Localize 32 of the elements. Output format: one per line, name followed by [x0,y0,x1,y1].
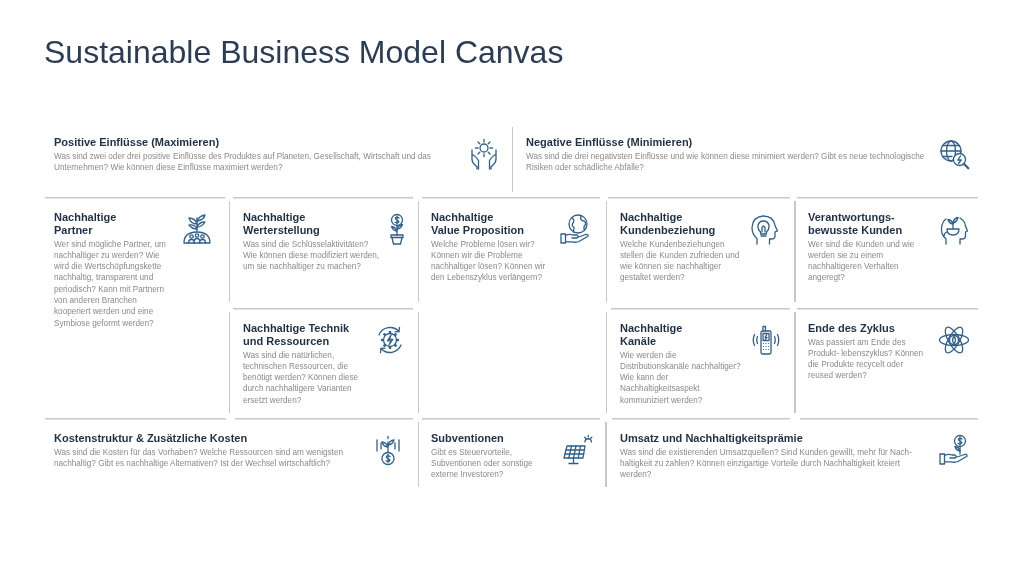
canvas-section [228,197,420,305]
canvas-section [605,197,796,305]
section-heading: Kostenstruktur & Zusätzliche Kosten [54,431,249,445]
page-title: Sustainable Business Model Canvas [44,33,564,72]
section-description: Welche Probleme lösen wir? Können wir die Probleme nachhaltiger lösen? Können wir den Lebenszyklus verlängern? [431,238,547,284]
section-heading: Nachhaltige Werterstellung [243,210,321,237]
section-description: Was sind die natürlichen, technischen Ressourcen, die benötigt werden? Können diese durch nachhaltigere Varianten ersetzt werden? [243,349,360,406]
section-heading: Positive Einflüsse (Maximieren) [54,136,221,149]
canvas-section [228,308,420,416]
section-heading: Nachhaltige Kundenbeziehung [620,210,717,237]
section-description: Was sind die drei negativsten Einflüsse und wie können diese minimiert werden? Gibt es neue technologische Risiken oder schädliche Abfälle? [526,151,926,174]
canvas-section [605,308,796,416]
section-description: Was passiert am Ende des Produkt- lebenszyklus? Können die Produkte recycelt oder reused werden? [808,336,925,382]
section-heading: Verantwortungs- bewusste Kunden [808,210,904,237]
section-heading: Nachhaltige Kanäle [620,321,684,348]
section-heading: Nachhaltige Technik und Ressourcen [243,321,351,348]
section-description: Wie werden die Distributionskanäle nachhaltiger? Wie kann der Nachhaltigkeitsaspekt kommuniziert werden? [620,349,742,406]
section-heading: Ende des Zyklus [808,321,896,335]
section-heading: Subventionen [431,431,505,445]
section-heading: Negative Einflüsse (Minimieren) [526,136,694,149]
canvas-section [417,418,607,490]
section-heading: Nachhaltige Partner [54,210,118,237]
section-description: Gibt es Steuervorteile, Subventionen oder sonstige externe Investoren? [431,446,534,481]
section-description: Was sind die Schlüsselaktivitäten? Wie können diese modifiziert werden, um sie nachhaltiger zu machen? [243,238,380,273]
section-description: Welche Kundenbeziehungen stellen die Kunden zufrieden und wie können sie nachhaltiger gestaltet werden? [620,238,740,284]
section-description: Was sind die Kosten für das Vorhaben? Welche Ressourcen sind am wenigsten nachhaltig? Gibt es nachhaltige Alternativen? Ist der Wechsel wirtschaftlich? [54,446,344,470]
section-heading: Nachhaltige Value Proposition [431,210,525,237]
section-description: Wer sind die Kunden und wie werden sie zu einem nachhaltigeren Verhalten angeregt? [808,238,916,284]
section-description: Was sind die existierenden Umsatzquellen? Sind Kunden gewillt, mehr für Nach- haltigkeit zu zahlen? Können einzigartige Vorteile durch Nachhaltigkeit kreiert werden? [620,446,913,481]
section-description: Was sind zwei oder drei positive Einflüsse des Produktes auf Planeten, Gesellschaft, Wirtschaft und das Unternehmen? Wie können diese Einflüsse maximiert werden? [54,151,432,174]
section-description: Wer sind mögliche Partner, um nachhaltiger zu werden? Wie wird die Wertschöpfungskette nachhaltig, transparent und periodisch? Kann mit Partnern von anderen Branchen kooperiert werden und eine Symbiose geformt werden? [54,238,167,329]
section-heading: Umsatz und Nachhaltigkeitsprämie [620,431,804,445]
